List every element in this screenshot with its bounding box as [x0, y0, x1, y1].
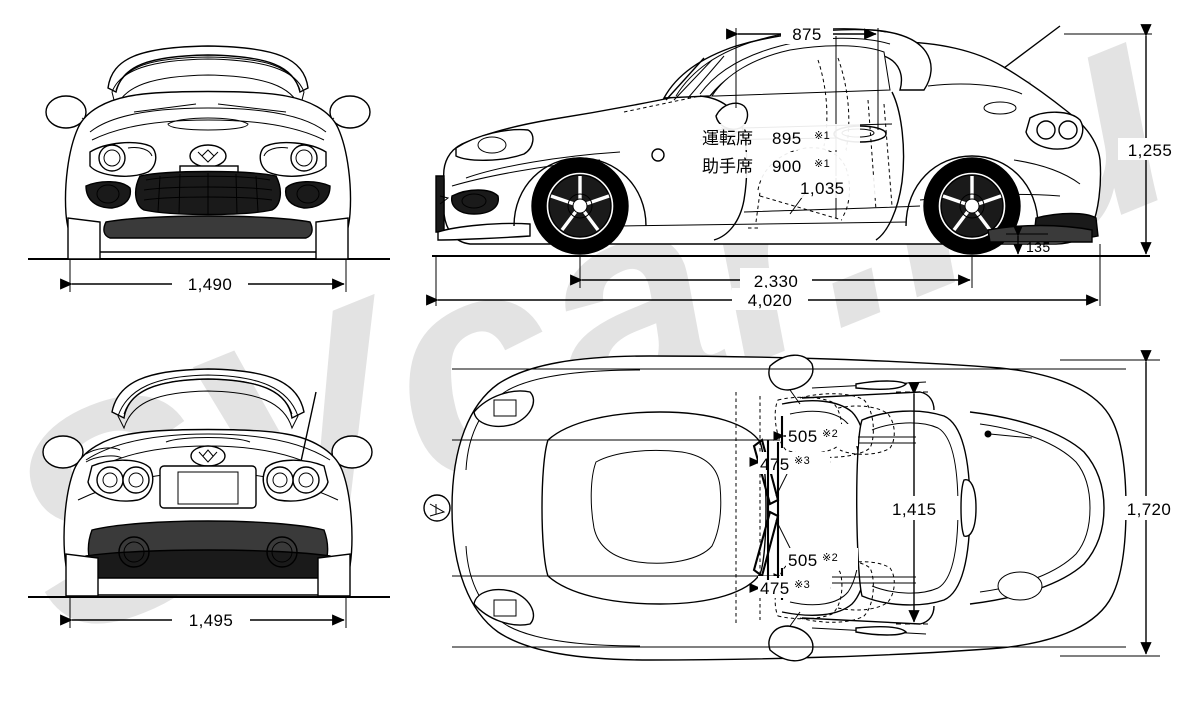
- plan-left-door: [801, 391, 935, 411]
- front-right-mirror: [329, 95, 371, 129]
- plan-left-mirror: [768, 354, 814, 391]
- ground-clearance-value: 135: [1026, 239, 1051, 255]
- plan-wiper-right: [752, 510, 780, 578]
- front-left-foglamp: [85, 181, 132, 209]
- plan-hood-panel: [541, 411, 767, 605]
- seat-cushion-lower-value: 475: [760, 579, 790, 598]
- seat-cushion-lower-note: ※3: [794, 579, 810, 591]
- wheelbase-value: 2,330: [754, 272, 799, 291]
- front-left-lamp-inner: [103, 149, 121, 167]
- plan-rear-deck: [969, 411, 1105, 605]
- front-left-mirror: [45, 95, 87, 129]
- side-rocker: [619, 221, 907, 227]
- plan-right-mirror: [768, 625, 814, 662]
- seat-cushion-upper-value: 475: [760, 455, 790, 474]
- plan-antenna: [989, 433, 1033, 439]
- front-right-foglamp: [284, 181, 331, 209]
- seat-width-upper-value: 505: [788, 427, 818, 446]
- side-trunk-line: [927, 83, 1023, 95]
- seat-width-lower-note: ※2: [822, 552, 838, 564]
- side-antenna: [1003, 25, 1061, 69]
- side-a-pillar: [665, 57, 705, 101]
- rear-track-value: 1,495: [189, 611, 234, 630]
- seat-width-lower-value: 505: [788, 551, 818, 570]
- side-front-intake: [451, 189, 499, 215]
- side-front-hub: [572, 198, 588, 214]
- front-wiper-right: [217, 103, 287, 113]
- front-hood-bulge: [167, 117, 249, 131]
- overall-length-value: 4,020: [748, 291, 793, 310]
- rear-lower-valance: [85, 549, 331, 579]
- rear-right-tire: [317, 553, 351, 597]
- driver-seat-value: 895: [772, 129, 802, 148]
- top-view-group: 505 ※2 475 ※3 505 ※2 475 ※3: [423, 350, 1182, 662]
- plan-right-door: [801, 605, 935, 625]
- front-roof-outline: [107, 45, 309, 94]
- seat-width-upper-note: ※2: [822, 428, 838, 440]
- front-wiper-left: [133, 103, 197, 113]
- rear-left-mirror: [42, 435, 84, 469]
- rear-view-group: 1,495: [28, 368, 390, 630]
- rear-license-plate: [177, 471, 239, 505]
- mazda-badge-front: [189, 144, 227, 168]
- roof-length-value: 875: [792, 25, 822, 44]
- rear-roof-outline: [111, 368, 305, 420]
- plan-left-door-handle: [855, 380, 908, 390]
- cabin-width-value: 1,035: [800, 179, 845, 198]
- front-hood-edge: [89, 107, 327, 133]
- overall-width-value: 1,720: [1127, 500, 1172, 519]
- side-sill-line: [743, 205, 921, 213]
- rear-deck-edge: [85, 433, 331, 461]
- side-door-rear-edge: [875, 91, 905, 241]
- side-trunk-handle: [983, 101, 1017, 115]
- side-hood-crease: [465, 151, 621, 179]
- front-lower-valance: [103, 215, 313, 239]
- side-rear-hub: [964, 198, 980, 214]
- rear-right-mirror: [331, 435, 373, 469]
- passenger-seat-note: ※1: [814, 158, 830, 170]
- rear-left-tire: [65, 553, 99, 597]
- rear-antenna: [299, 391, 317, 467]
- driver-seat-note: ※1: [814, 130, 830, 142]
- front-right-tire: [315, 217, 349, 260]
- front-windshield-top: [115, 56, 301, 91]
- side-view-group: 875 1,255 135 2,330 4,020: [426, 22, 1180, 310]
- side-fuel-cap: [651, 148, 665, 162]
- rear-window-glass: [117, 374, 299, 430]
- side-seat-annotations: 運転席 895 ※1 助手席 900 ※1 1,035: [700, 124, 876, 198]
- front-left-tire: [67, 217, 101, 260]
- plan-wiper-left: [752, 438, 780, 506]
- passenger-seat-value: 900: [772, 157, 802, 176]
- rear-right-exhaust: [266, 536, 298, 568]
- rear-window-top: [123, 378, 293, 415]
- mazda-badge-rear: [190, 445, 226, 467]
- plan-rear-detail: [997, 571, 1043, 601]
- plan-right-door-handle: [855, 626, 908, 636]
- driver-seat-label: 運転席: [702, 129, 753, 149]
- shoulder-room-value: 1,415: [892, 500, 937, 519]
- side-rear-wheel-arch: [905, 155, 1039, 227]
- overall-height-value: 1,255: [1128, 141, 1173, 160]
- passenger-seat-label: 助手席: [702, 157, 753, 177]
- front-view-group: 1,490: [28, 45, 390, 294]
- front-track-value: 1,490: [188, 275, 233, 294]
- front-right-lamp-inner: [295, 149, 313, 167]
- rear-spoiler-lip: [165, 437, 251, 443]
- side-headlight: [455, 128, 534, 161]
- plan-hood-bulge: [590, 450, 722, 564]
- seat-cushion-upper-note: ※3: [794, 455, 810, 467]
- plan-trunk-handle: [960, 479, 977, 537]
- rear-left-exhaust: [118, 536, 150, 568]
